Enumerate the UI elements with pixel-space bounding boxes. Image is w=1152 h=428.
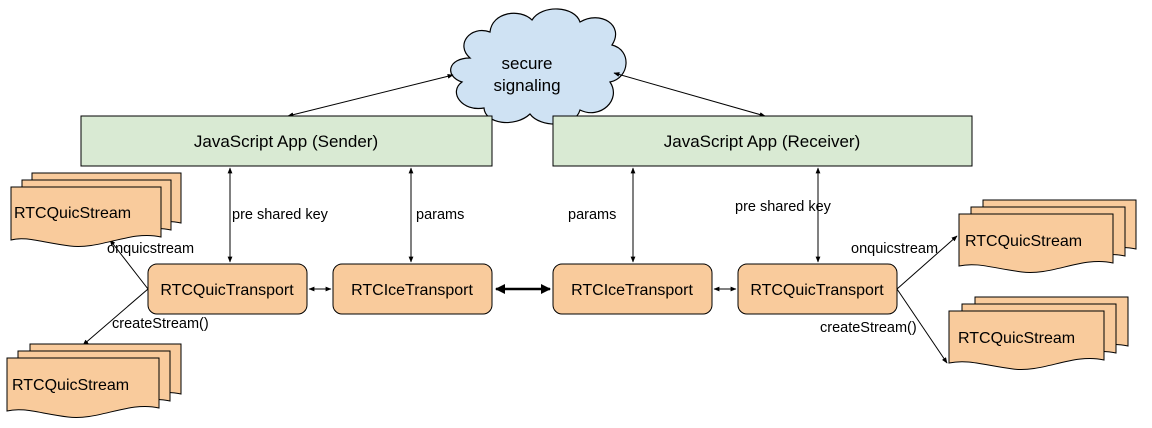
cloud-label-line2: signaling <box>493 76 560 95</box>
sender-app-label: JavaScript App (Sender) <box>194 132 378 151</box>
sender-stream-top: RTCQuicStream <box>10 172 182 248</box>
receiver-app-box: JavaScript App (Receiver) <box>552 115 973 167</box>
receiver-ice-label: RTCIceTransport <box>571 282 693 299</box>
receiver-quic-transport: RTCQuicTransport <box>737 263 898 315</box>
sender-stream-bottom-label: RTCQuicStream <box>12 377 129 394</box>
receiver-stream-top-label: RTCQuicStream <box>965 233 1082 250</box>
receiver-stream-bottom-label: RTCQuicStream <box>958 330 1075 347</box>
sender-app-box: JavaScript App (Sender) <box>80 115 493 167</box>
sender-ice-label: RTCIceTransport <box>351 282 473 299</box>
sender-create-arrow <box>82 288 149 346</box>
secure-signaling-cloud: secure signaling <box>450 8 627 125</box>
sender-stream-top-label: RTCQuicStream <box>14 205 131 222</box>
receiver-create-label: createStream() <box>820 320 917 336</box>
sender-key-label: pre shared key <box>232 207 329 223</box>
receiver-key-label: pre shared key <box>735 199 832 215</box>
receiver-onstream-label: onquicstream <box>851 241 938 257</box>
receiver-signaling-arrow <box>613 72 766 117</box>
sender-create-label: createStream() <box>112 316 209 332</box>
sender-quic-transport: RTCQuicTransport <box>147 263 308 315</box>
receiver-app-label: JavaScript App (Receiver) <box>664 132 861 151</box>
sender-params-label: params <box>416 207 464 223</box>
receiver-onstream-arrow <box>896 235 958 290</box>
receiver-ice-transport: RTCIceTransport <box>552 263 713 315</box>
sender-quic-label: RTCQuicTransport <box>160 282 294 299</box>
receiver-quic-label: RTCQuicTransport <box>750 282 884 299</box>
cloud-label-line1: secure <box>501 54 552 73</box>
receiver-stream-bottom: RTCQuicStream <box>948 296 1129 371</box>
sender-signaling-arrow <box>287 73 454 118</box>
sender-stream-bottom: RTCQuicStream <box>6 343 182 419</box>
sender-onstream-label: onquicstream <box>107 241 194 257</box>
receiver-stream-top: RTCQuicStream <box>958 199 1137 274</box>
sender-onstream-arrow <box>109 239 149 290</box>
receiver-params-label: params <box>568 207 616 223</box>
receiver-create-arrow <box>896 288 948 364</box>
sender-ice-transport: RTCIceTransport <box>332 263 493 315</box>
